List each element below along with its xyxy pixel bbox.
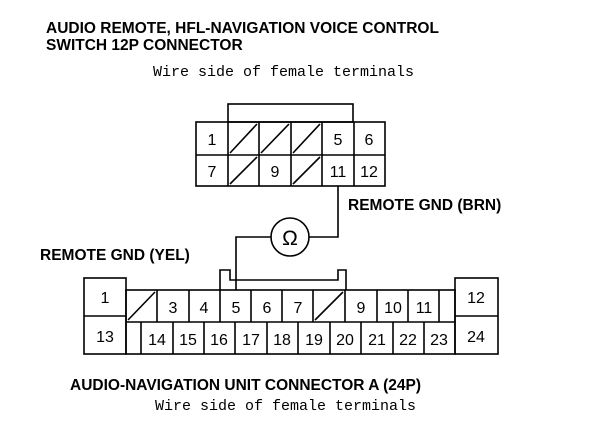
bottom-pin-16: 16 <box>210 332 228 349</box>
bottom-pin-11: 11 <box>416 300 433 317</box>
remote-gnd-brn-label: REMOTE GND (BRN) <box>348 197 501 214</box>
top-connector-title-line1: AUDIO REMOTE, HFL-NAVIGATION VOICE CONTR… <box>46 20 439 37</box>
bottom-pin-17: 17 <box>242 332 260 349</box>
ohmmeter-circle <box>270 217 310 257</box>
bottom-pin-10: 10 <box>384 300 402 317</box>
bottom-pin-20: 20 <box>336 332 354 349</box>
top-pin-9: 9 <box>271 164 280 181</box>
bottom-pin-12: 12 <box>467 290 485 307</box>
ohmmeter-wiring <box>235 186 339 290</box>
top-pin-1: 1 <box>208 132 217 149</box>
bottom-pin-15: 15 <box>179 332 197 349</box>
bottom-connector <box>83 269 499 355</box>
bottom-pin-13: 13 <box>96 329 114 346</box>
bottom-pin-23: 23 <box>430 332 448 349</box>
bottom-pin-18: 18 <box>273 332 291 349</box>
bottom-connector-pins: 1 3 4 5 6 7 9 10 11 12 13 14 15 16 17 18… <box>96 290 485 349</box>
bottom-pin-6: 6 <box>263 300 272 317</box>
bottom-pin-5: 5 <box>232 300 241 317</box>
bottom-pin-19: 19 <box>305 332 323 349</box>
bottom-pin-14: 14 <box>148 332 166 349</box>
bottom-pin-22: 22 <box>399 332 417 349</box>
bottom-pin-7: 7 <box>294 300 303 317</box>
top-connector-subtitle: Wire side of female terminals <box>153 64 414 81</box>
bottom-connector-subtitle: Wire side of female terminals <box>155 398 416 415</box>
bottom-pin-9: 9 <box>357 300 366 317</box>
top-connector-pins: 1 5 6 7 9 11 12 <box>208 132 378 181</box>
bottom-pin-3: 3 <box>169 300 178 317</box>
top-connector <box>195 103 386 187</box>
remote-gnd-yel-label: REMOTE GND (YEL) <box>40 247 190 264</box>
top-pin-7: 7 <box>208 164 217 181</box>
ohmmeter: Ω <box>270 217 310 257</box>
bottom-pin-24: 24 <box>467 329 485 346</box>
top-pin-5: 5 <box>334 132 343 149</box>
top-pin-11: 11 <box>330 164 347 181</box>
bottom-pin-21: 21 <box>368 332 386 349</box>
top-connector-title-line2: SWITCH 12P CONNECTOR <box>46 37 243 54</box>
bottom-pin-4: 4 <box>200 300 209 317</box>
top-pin-6: 6 <box>365 132 374 149</box>
top-pin-12: 12 <box>360 164 378 181</box>
ohm-symbol: Ω <box>282 227 298 250</box>
bottom-connector-title: AUDIO-NAVIGATION UNIT CONNECTOR A (24P) <box>70 377 421 394</box>
bottom-pin-1: 1 <box>101 290 110 307</box>
